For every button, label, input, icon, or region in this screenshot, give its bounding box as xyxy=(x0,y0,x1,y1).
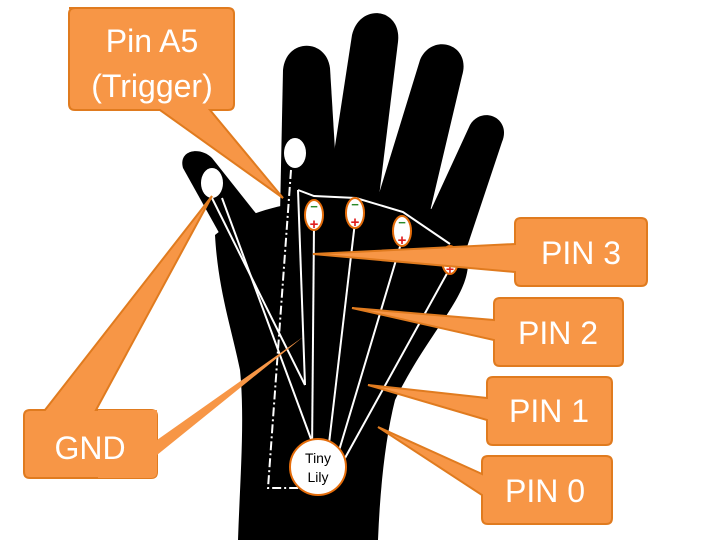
led-1-plus: + xyxy=(310,216,319,233)
wires xyxy=(211,169,451,489)
led-4-plus: + xyxy=(446,261,454,277)
index-contact-pad xyxy=(284,138,306,168)
led4-wire xyxy=(344,267,451,459)
callout-pin0-label: PIN 0 xyxy=(505,473,585,509)
callout-pin0: PIN 0 xyxy=(377,426,613,525)
trigger-wire xyxy=(266,169,312,489)
callout-pin3: PIN 3 xyxy=(312,217,648,287)
tiny-lily-board: Tiny Lily xyxy=(289,438,347,496)
led-2-minus: − xyxy=(351,197,359,212)
callout-pin3-label: PIN 3 xyxy=(541,235,621,271)
led2-wire xyxy=(327,221,356,453)
callout-pin2-label: PIN 2 xyxy=(518,315,598,351)
board-label-line1: Tiny xyxy=(305,450,331,466)
led3-wire xyxy=(337,239,403,455)
callout-gnd-label: GND xyxy=(54,430,125,466)
callout-pin-a5: Pin A5 (Trigger) xyxy=(68,7,284,199)
board-label-line2: Lily xyxy=(307,469,328,485)
callout-gnd: GND xyxy=(23,195,303,479)
led-2: − + xyxy=(345,197,365,231)
callout-pin-a5-line2: (Trigger) xyxy=(91,68,212,104)
led-3-minus: − xyxy=(398,215,406,230)
led-1: − + xyxy=(304,199,324,233)
hand-silhouette xyxy=(182,13,505,540)
led-3-plus: + xyxy=(398,232,407,249)
callout-pin-a5-line1: Pin A5 xyxy=(106,23,199,59)
led-3: − + xyxy=(392,215,412,249)
callout-pin2: PIN 2 xyxy=(351,297,624,367)
callout-pin1: PIN 1 xyxy=(367,376,613,446)
led-2-plus: + xyxy=(351,214,360,231)
thumb-contact-pad xyxy=(201,168,223,198)
bus-drop-wire xyxy=(297,189,306,386)
led1-wire xyxy=(311,223,315,456)
thumb-wire-1 xyxy=(211,197,306,386)
led-1-minus: − xyxy=(310,199,318,214)
callout-pin1-label: PIN 1 xyxy=(509,393,589,429)
thumb-wire-2 xyxy=(221,197,319,459)
